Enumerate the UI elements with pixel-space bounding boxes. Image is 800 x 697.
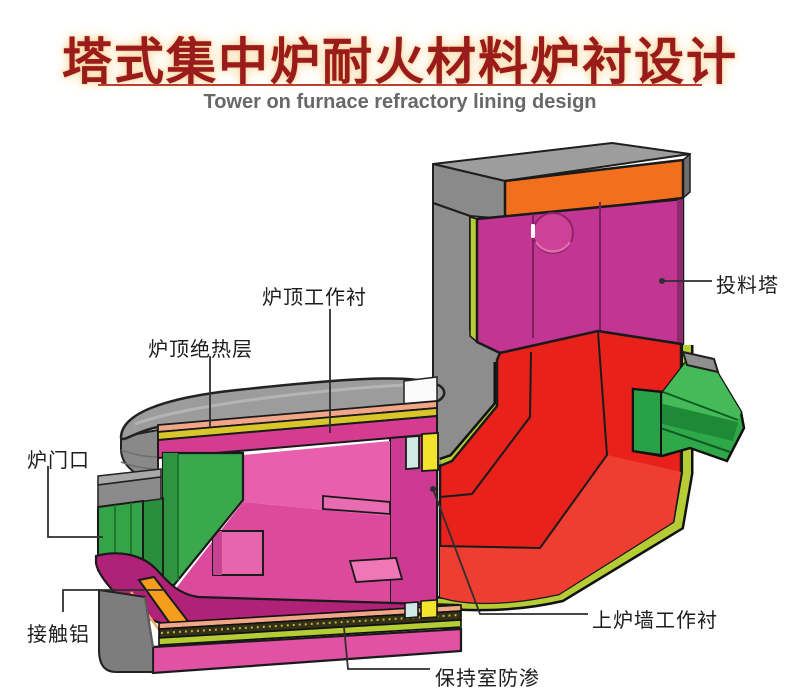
- page-title: 塔式集中炉耐火材料炉衬设计: [62, 34, 738, 90]
- bottom-layer-dark-dots: [160, 614, 460, 634]
- dome-rim-highlight: [134, 382, 426, 426]
- launder-web: [650, 404, 738, 441]
- door-block-shade: [163, 453, 178, 585]
- charging-tower-group: [432, 142, 691, 467]
- chamber-back-wall: [243, 441, 390, 516]
- label-contact-aluminum: 接触铝: [27, 624, 90, 646]
- label-upper-furnace-wall-working-lining: 上炉墙工作衬: [592, 610, 718, 632]
- floor-opening-side: [213, 531, 222, 575]
- launder-group: [631, 350, 746, 463]
- peep-block-cyan-lower: [404, 601, 419, 619]
- title-underline: [98, 84, 702, 86]
- launder-cap: [681, 350, 720, 374]
- leader-contact-aluminum: [62, 589, 166, 612]
- label-furnace-roof-working-lining: 炉顶工作衬: [262, 287, 367, 309]
- label-holding-chamber-anti-seepage: 保持室防渗: [435, 668, 540, 690]
- label-furnace-door-opening: 炉门口: [27, 450, 90, 472]
- red-lining-group: [431, 329, 694, 612]
- dome-seam-1: [120, 449, 159, 458]
- red-bend-face: [440, 455, 681, 603]
- tower-lining-walls: [475, 197, 685, 355]
- furnace-body-group: [94, 376, 463, 675]
- page-subtitle: Tower on furnace refractory lining desig…: [203, 91, 597, 113]
- chamber-wall-ledge: [322, 495, 391, 515]
- tower-lining-edge-dark: [677, 199, 683, 344]
- launder-top-flange: [663, 362, 741, 422]
- red-fold-inner: [439, 331, 609, 550]
- bottom-layer-yellow-green: [158, 619, 462, 646]
- charge-hole-highlight: [534, 241, 572, 253]
- launder-end-plate: [632, 387, 662, 457]
- peep-block-cyan-upper: [405, 435, 420, 470]
- leader-anti-seepage: [342, 616, 430, 670]
- base-block-gray: [98, 588, 154, 673]
- label-furnace-roof-insulation-layer: 炉顶绝热层: [148, 339, 253, 361]
- launder-edge-line-1: [662, 391, 739, 421]
- label-charging-tower: 投料塔: [716, 275, 779, 297]
- charge-hole-tick: [531, 224, 535, 238]
- base-block-edge: [144, 596, 154, 648]
- peep-block-yellow-lower: [420, 599, 438, 619]
- dome-top: [119, 377, 446, 441]
- peep-block-yellow-upper: [421, 432, 439, 472]
- leader-upper-wall-lining: [432, 488, 588, 615]
- door-ledge-front: [97, 476, 162, 508]
- red-fold-outer: [439, 351, 532, 498]
- leader-lines: [47, 278, 712, 670]
- sill-band: [94, 552, 460, 630]
- leader-dot-charging-tower: [659, 278, 665, 284]
- leader-door-opening: [47, 466, 103, 538]
- chamber-floor: [177, 502, 390, 609]
- floor-step: [348, 557, 404, 583]
- leader-dot-upper-wall: [430, 486, 436, 492]
